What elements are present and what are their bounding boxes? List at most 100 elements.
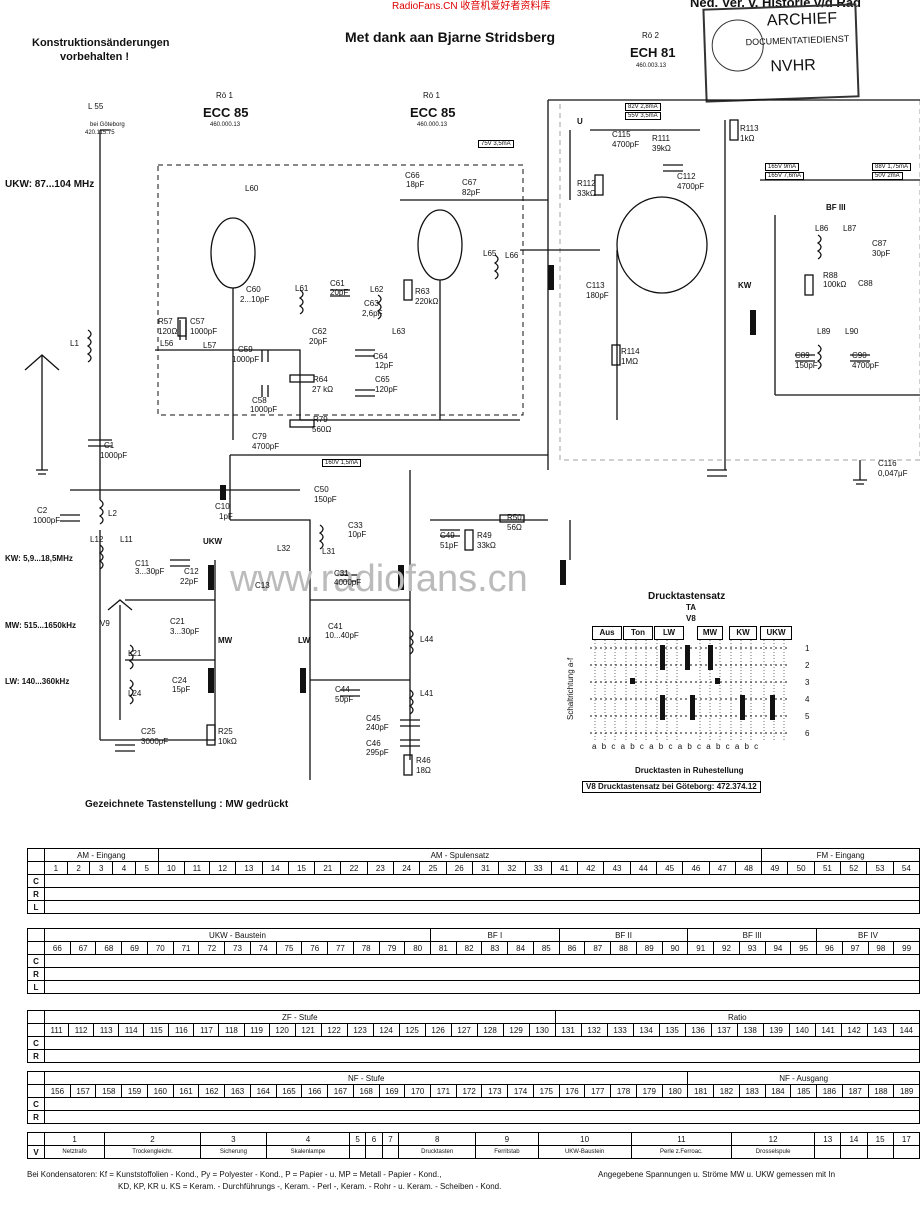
table-column-number: 15 xyxy=(866,1132,894,1146)
component-label: C46 xyxy=(366,739,381,748)
table-column-number: 158 xyxy=(95,1084,123,1098)
table-column-number: 159 xyxy=(121,1084,148,1098)
table-column-number: 186 xyxy=(816,1084,843,1098)
key-mw[interactable]: MW xyxy=(697,626,723,640)
key-kw[interactable]: KW xyxy=(729,626,757,640)
component-label: C31 xyxy=(334,569,349,578)
v-row-cell: UKW-Baustein xyxy=(537,1145,632,1159)
table-column-number: 10 xyxy=(537,1132,632,1146)
table-column-number: 81 xyxy=(430,941,457,955)
table-column-number: 66 xyxy=(44,941,71,955)
table-column-number: 4 xyxy=(112,861,136,875)
table-column-number: 43 xyxy=(603,861,631,875)
component-value: 120pF xyxy=(375,385,398,394)
component-label: R114 xyxy=(621,347,640,356)
table-column-number: 135 xyxy=(658,1023,686,1037)
lw-band-label: LW: 140...360kHz xyxy=(5,677,70,686)
table-column-number: 174 xyxy=(507,1084,534,1098)
component-label: L87 xyxy=(843,224,857,233)
key-lw[interactable]: LW xyxy=(654,626,684,640)
table-column-number: 15 xyxy=(287,861,316,875)
v-row-cell xyxy=(814,1145,842,1159)
table-column-number: 96 xyxy=(816,941,843,955)
component-label: R63 xyxy=(415,287,430,296)
table-column-number: 178 xyxy=(610,1084,637,1098)
table-column-number: 1 xyxy=(44,861,68,875)
component-label: C113 xyxy=(586,281,605,290)
key-ton[interactable]: Ton xyxy=(623,626,653,640)
table-column-number: 8 xyxy=(398,1132,477,1146)
table-column-number: 87 xyxy=(584,941,612,955)
table-column-number: 82 xyxy=(455,941,483,955)
table-column-number: 141 xyxy=(814,1023,842,1037)
table-column-number: 13 xyxy=(814,1132,842,1146)
table-column-number: 84 xyxy=(507,941,534,955)
group-header: Ratio xyxy=(554,1010,920,1024)
goteborg-label: bei Göteborg xyxy=(90,122,125,128)
table-column-number: 189 xyxy=(893,1084,920,1098)
table-column-number: 48 xyxy=(734,861,763,875)
component-label: BF III xyxy=(826,203,846,212)
row-label: C xyxy=(27,1036,45,1050)
component-label: L1 xyxy=(70,339,79,348)
tube2-ref: Rö 1 xyxy=(423,91,440,100)
key-ukw[interactable]: UKW xyxy=(760,626,792,640)
table-column-number: 2 xyxy=(66,861,91,875)
table-column-number: 3 xyxy=(89,861,114,875)
table-column-number: 46 xyxy=(682,861,710,875)
table-column-number: 184 xyxy=(764,1084,792,1098)
component-value: 3...30pF xyxy=(170,627,200,636)
table-column-number: 115 xyxy=(143,1023,170,1037)
table-column-number: 130 xyxy=(528,1023,556,1037)
component-label: C88 xyxy=(858,279,873,288)
table-column-number: 23 xyxy=(366,861,395,875)
table-column-number: 164 xyxy=(249,1084,277,1098)
tube1-type: ECC 85 xyxy=(203,105,249,120)
table-column-number: 2 xyxy=(104,1132,201,1146)
key-aus[interactable]: Aus xyxy=(592,626,622,640)
component-label: V9 xyxy=(100,619,110,628)
table-column-number: 12 xyxy=(208,861,237,875)
table-column-number: 188 xyxy=(867,1084,895,1098)
component-label: C10 xyxy=(215,502,230,511)
v-row-cell: Trockengleichr. xyxy=(104,1145,201,1159)
component-label: C25 xyxy=(141,727,156,736)
watermark-url: www.radiofans.cn xyxy=(230,558,528,600)
keyset-caption: Drucktasten in Ruhestellung xyxy=(635,766,744,775)
component-label: C21 xyxy=(170,617,185,626)
table-column-number: 144 xyxy=(892,1023,920,1037)
keyset-row-number: 5 xyxy=(805,712,810,721)
component-label: L41 xyxy=(420,689,434,698)
component-label: C49 xyxy=(440,531,455,540)
component-label: C67 xyxy=(462,178,477,187)
component-value: 4700pF xyxy=(252,442,280,451)
table-column-number: 1 xyxy=(43,1132,106,1146)
table-column-number: 91 xyxy=(687,941,715,955)
tube3-type: ECH 81 xyxy=(630,45,676,60)
component-value: 3...30pF xyxy=(135,567,165,576)
table-column-number: 187 xyxy=(841,1084,869,1098)
component-value: 2,6pF xyxy=(362,309,383,318)
switch-label-kw: KW xyxy=(738,281,752,290)
component-label: L90 xyxy=(845,327,859,336)
component-value: 1000pF xyxy=(232,355,260,364)
table-column-number: 80 xyxy=(404,941,432,955)
component-label: L31 xyxy=(322,547,336,556)
component-value: 1000pF xyxy=(250,405,278,414)
component-value: 18pF xyxy=(406,180,425,189)
voltage-tag: 165V 7,6mA xyxy=(765,172,805,180)
component-label: C66 xyxy=(405,171,420,180)
table-column-number: 127 xyxy=(450,1023,478,1037)
keyset-row-number: 3 xyxy=(805,678,810,687)
table-column-number: 99 xyxy=(893,941,920,955)
table-column-number: 163 xyxy=(224,1084,251,1098)
voltage-tag: 165V 9mA xyxy=(765,163,800,171)
row-label: C xyxy=(27,874,45,888)
component-label: R112 xyxy=(577,179,596,188)
component-value: 560Ω xyxy=(312,425,332,434)
table-column-number: 114 xyxy=(118,1023,145,1037)
v-row-cell xyxy=(381,1145,400,1159)
table-column-number: 89 xyxy=(635,941,663,955)
component-value: 18Ω xyxy=(416,766,431,775)
